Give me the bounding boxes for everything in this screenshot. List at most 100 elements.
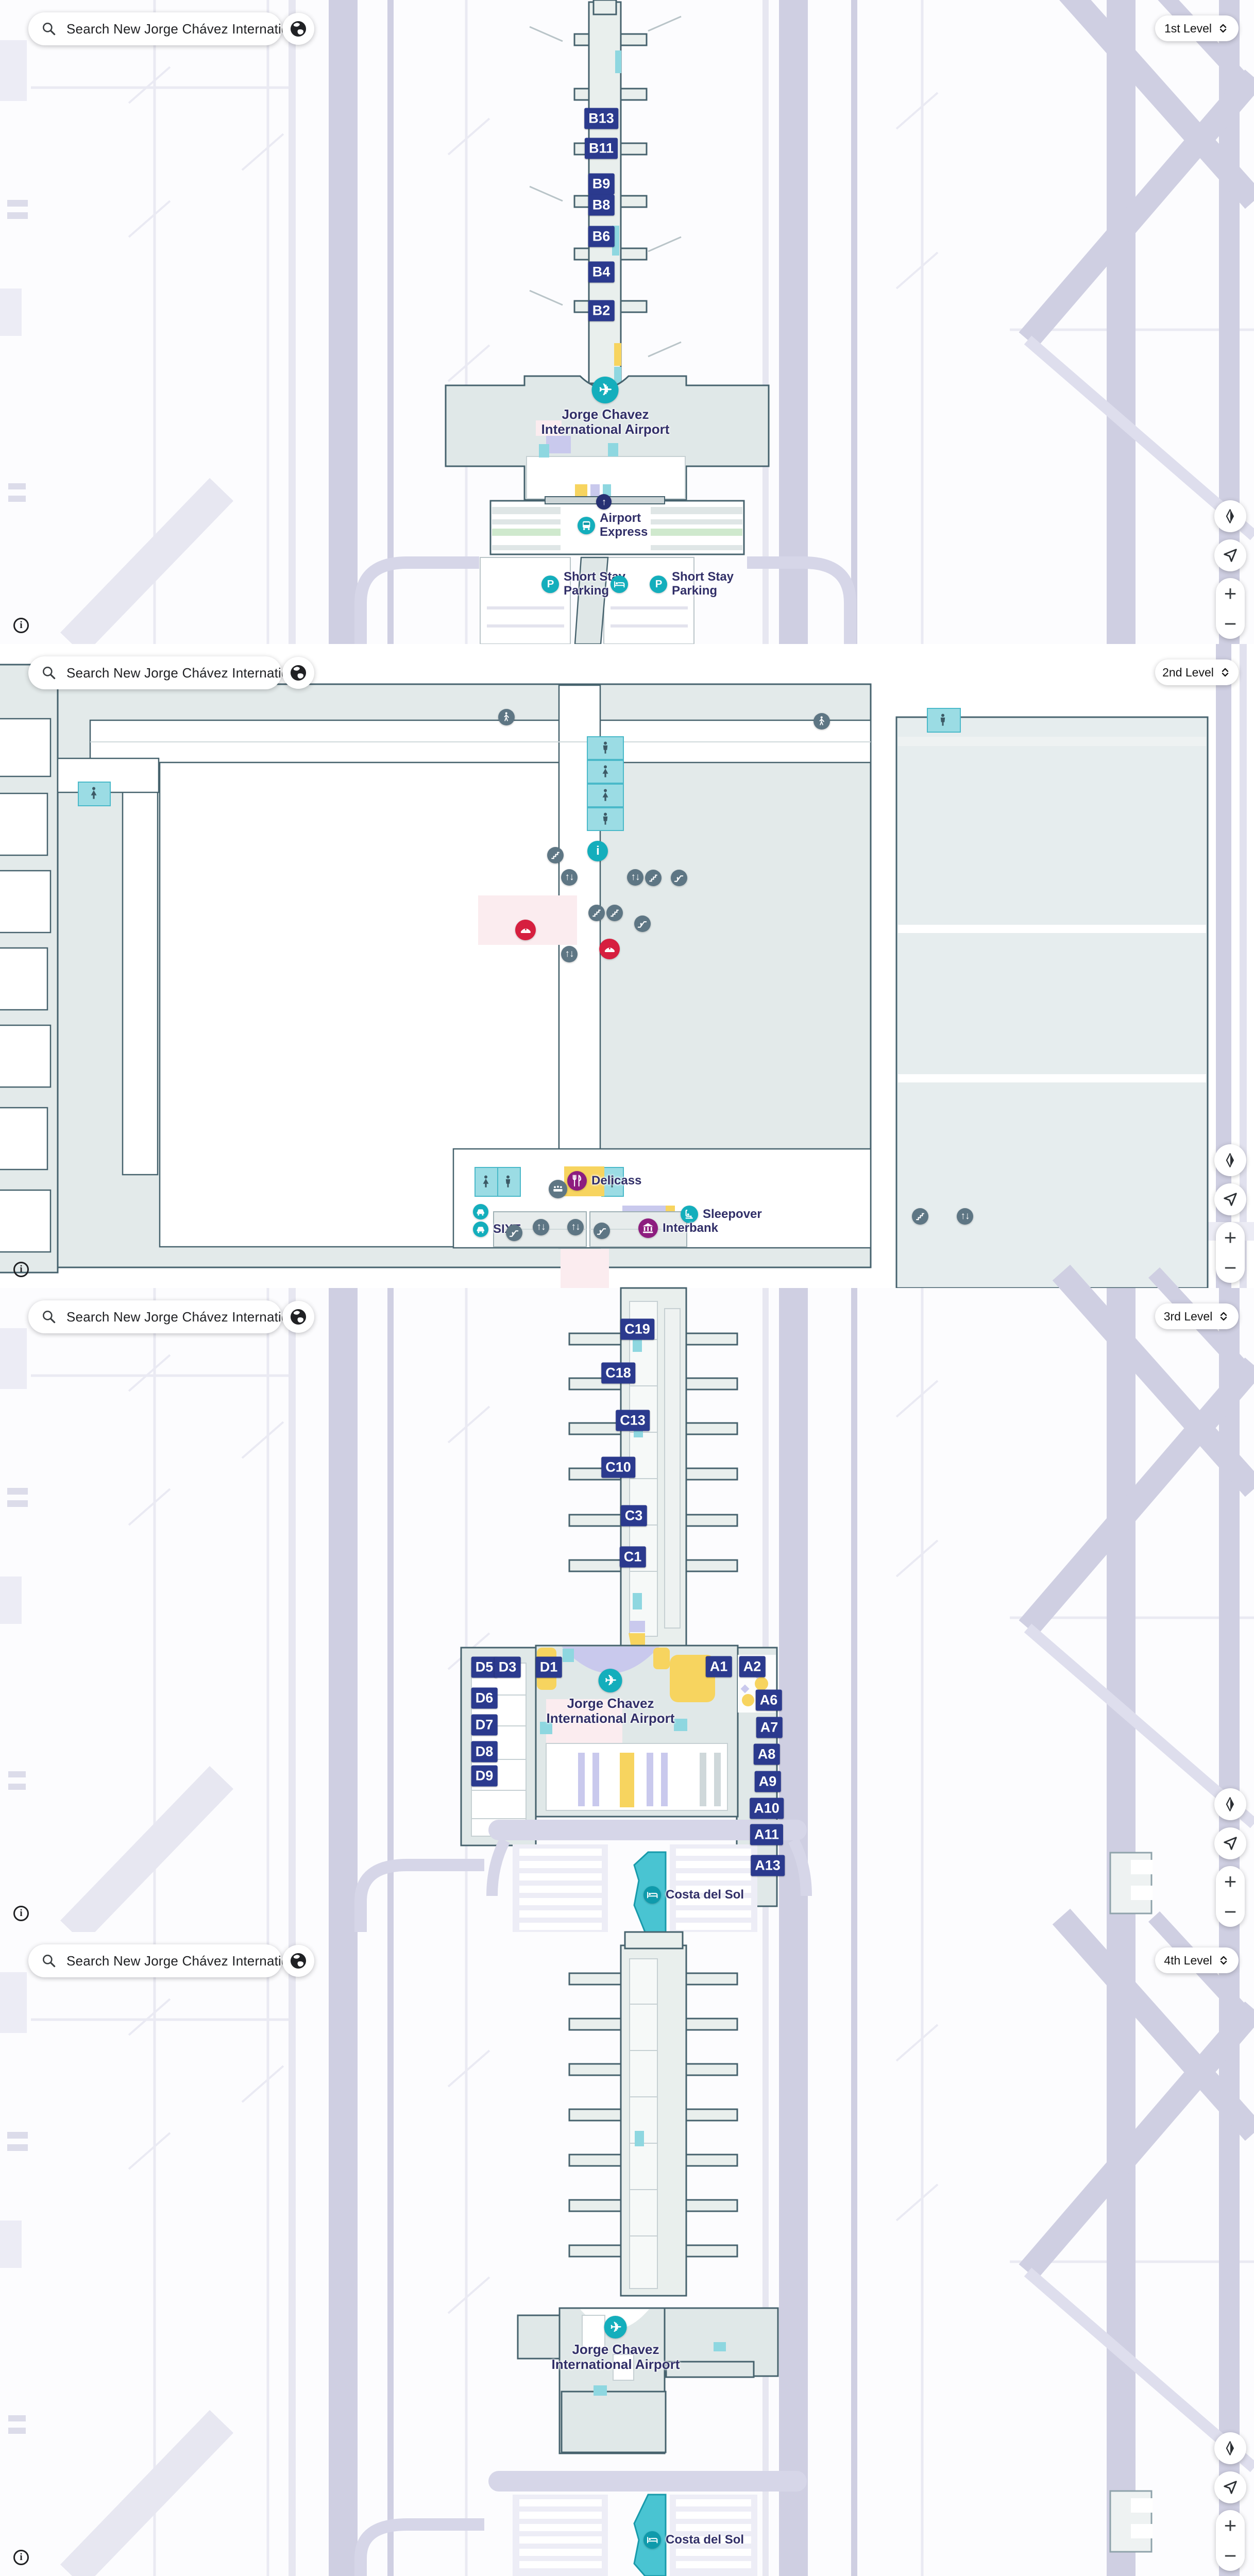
gate-C18[interactable]: C18 [601, 1362, 635, 1384]
zoom-in-button[interactable]: + [1224, 581, 1237, 605]
gate-A13[interactable]: A13 [751, 1855, 785, 1876]
sleepover-label[interactable]: Sleepover [681, 1206, 762, 1223]
interbank-label[interactable]: Interbank [638, 1218, 718, 1238]
gate-D5[interactable]: D5 [471, 1656, 498, 1678]
walkway-marker [814, 713, 830, 730]
zoom-out-button[interactable]: − [1224, 1255, 1237, 1280]
search-bar[interactable]: Search New Jorge Chávez Internation... [28, 1944, 308, 1977]
woman-icon [86, 786, 101, 801]
locate-button[interactable] [1214, 1827, 1246, 1859]
poi-label: Sleepover [703, 1207, 762, 1221]
gate-D7[interactable]: D7 [471, 1714, 498, 1736]
gate-A8[interactable]: A8 [753, 1743, 780, 1765]
gate-D3[interactable]: D3 [494, 1656, 521, 1678]
zoom-out-button[interactable]: − [1224, 611, 1237, 636]
locate-button[interactable] [1214, 1183, 1246, 1215]
globe-button[interactable] [282, 1945, 314, 1977]
restroom-woman [86, 786, 101, 801]
gate-B8[interactable]: B8 [588, 194, 615, 216]
globe-button[interactable] [282, 657, 314, 689]
globe-button[interactable] [282, 13, 314, 45]
zoom-in-button[interactable]: + [1224, 1869, 1237, 1893]
locate-button[interactable] [1214, 539, 1246, 571]
man-icon [598, 811, 613, 827]
level-selector[interactable]: 2nd Level [1155, 659, 1239, 685]
search-bar[interactable]: Search New Jorge Chávez Internation... [28, 656, 308, 689]
gate-C13[interactable]: C13 [616, 1410, 650, 1431]
delicass-label[interactable]: Delicass [567, 1171, 641, 1191]
zoom-in-button[interactable]: + [1224, 1225, 1237, 1249]
info-button[interactable]: i [13, 2550, 29, 2565]
gate-A1[interactable]: A1 [705, 1656, 732, 1677]
zoom-control[interactable]: + − [1216, 2510, 1245, 2571]
level-stepper-icon[interactable] [1217, 22, 1229, 35]
level-stepper-icon[interactable] [1217, 1954, 1230, 1967]
gate-B2[interactable]: B2 [588, 300, 615, 321]
compass-button[interactable] [1214, 1144, 1246, 1176]
gate-C3[interactable]: C3 [620, 1505, 647, 1527]
gate-D9[interactable]: D9 [471, 1765, 498, 1787]
bed-icon [643, 1886, 661, 1904]
gate-C1[interactable]: C1 [619, 1546, 646, 1568]
search-input: Search New Jorge Chávez Internation... [66, 1953, 308, 1969]
level-selector[interactable]: 3rd Level [1155, 1303, 1239, 1329]
zoom-out-button[interactable]: − [1224, 2543, 1237, 2568]
gate-D1[interactable]: D1 [535, 1656, 562, 1678]
parking-icon: P [541, 575, 559, 593]
gate-D6[interactable]: D6 [471, 1687, 498, 1709]
info-button[interactable]: i [13, 1906, 29, 1921]
search-input: Search New Jorge Chávez Internation... [66, 665, 308, 681]
gate-D8[interactable]: D8 [471, 1741, 498, 1762]
gate-C19[interactable]: C19 [620, 1318, 654, 1340]
level-stepper-icon[interactable] [1217, 1310, 1230, 1323]
gate-B11[interactable]: B11 [584, 138, 618, 159]
zoom-in-button[interactable]: + [1224, 2513, 1237, 2537]
gate-B4[interactable]: B4 [588, 261, 615, 283]
globe-button[interactable] [282, 1301, 314, 1333]
gate-B13[interactable]: B13 [584, 108, 618, 129]
compass-button[interactable] [1214, 500, 1246, 532]
elevator-marker: ↑↓ [567, 1219, 584, 1235]
info-button[interactable]: i [13, 618, 29, 633]
elevator-icon: ↑↓ [561, 946, 578, 962]
level-label: 3rd Level [1163, 1309, 1213, 1323]
zoom-control[interactable]: + − [1216, 1222, 1245, 1283]
globe-icon [289, 663, 308, 683]
costa-del-sol-label[interactable]: Costa del Sol [643, 1886, 744, 1904]
compass-icon [1222, 1151, 1239, 1169]
floor-plan-level-1 [0, 0, 1254, 644]
compass-button[interactable] [1214, 2432, 1246, 2464]
search-bar[interactable]: Search New Jorge Chávez Internation... [28, 1300, 308, 1333]
gate-A11[interactable]: A11 [750, 1824, 784, 1845]
level-selector[interactable]: 1st Level [1155, 15, 1239, 41]
gate-A6[interactable]: A6 [755, 1689, 782, 1711]
level-selector[interactable]: 4th Level [1155, 1947, 1239, 1973]
gate-A10[interactable]: A10 [750, 1798, 784, 1819]
zoom-control[interactable]: + − [1216, 1866, 1245, 1927]
locate-button[interactable] [1214, 2471, 1246, 2503]
gate-B6[interactable]: B6 [588, 226, 615, 247]
level-stepper-icon[interactable] [1219, 666, 1231, 679]
gate-A9[interactable]: A9 [754, 1771, 781, 1792]
gate-A7[interactable]: A7 [756, 1717, 783, 1738]
globe-icon [289, 1307, 308, 1327]
zoom-out-button[interactable]: − [1224, 1899, 1237, 1924]
compass-button[interactable] [1214, 1788, 1246, 1820]
waiting-area-marker [549, 1180, 567, 1198]
info-button[interactable]: i [13, 1262, 29, 1277]
level-label: 1st Level [1164, 21, 1212, 35]
costa-del-sol-label[interactable]: Costa del Sol [643, 2531, 744, 2549]
poi-label: Interbank [663, 1221, 719, 1235]
gate-C10[interactable]: C10 [601, 1456, 635, 1478]
gate-A2[interactable]: A2 [739, 1656, 766, 1677]
gate-B9[interactable]: B9 [588, 173, 615, 195]
zoom-control[interactable]: + − [1216, 578, 1245, 639]
restaurant-icon [567, 1171, 587, 1191]
search-bar[interactable]: Search New Jorge Chávez Internation... [28, 12, 308, 45]
